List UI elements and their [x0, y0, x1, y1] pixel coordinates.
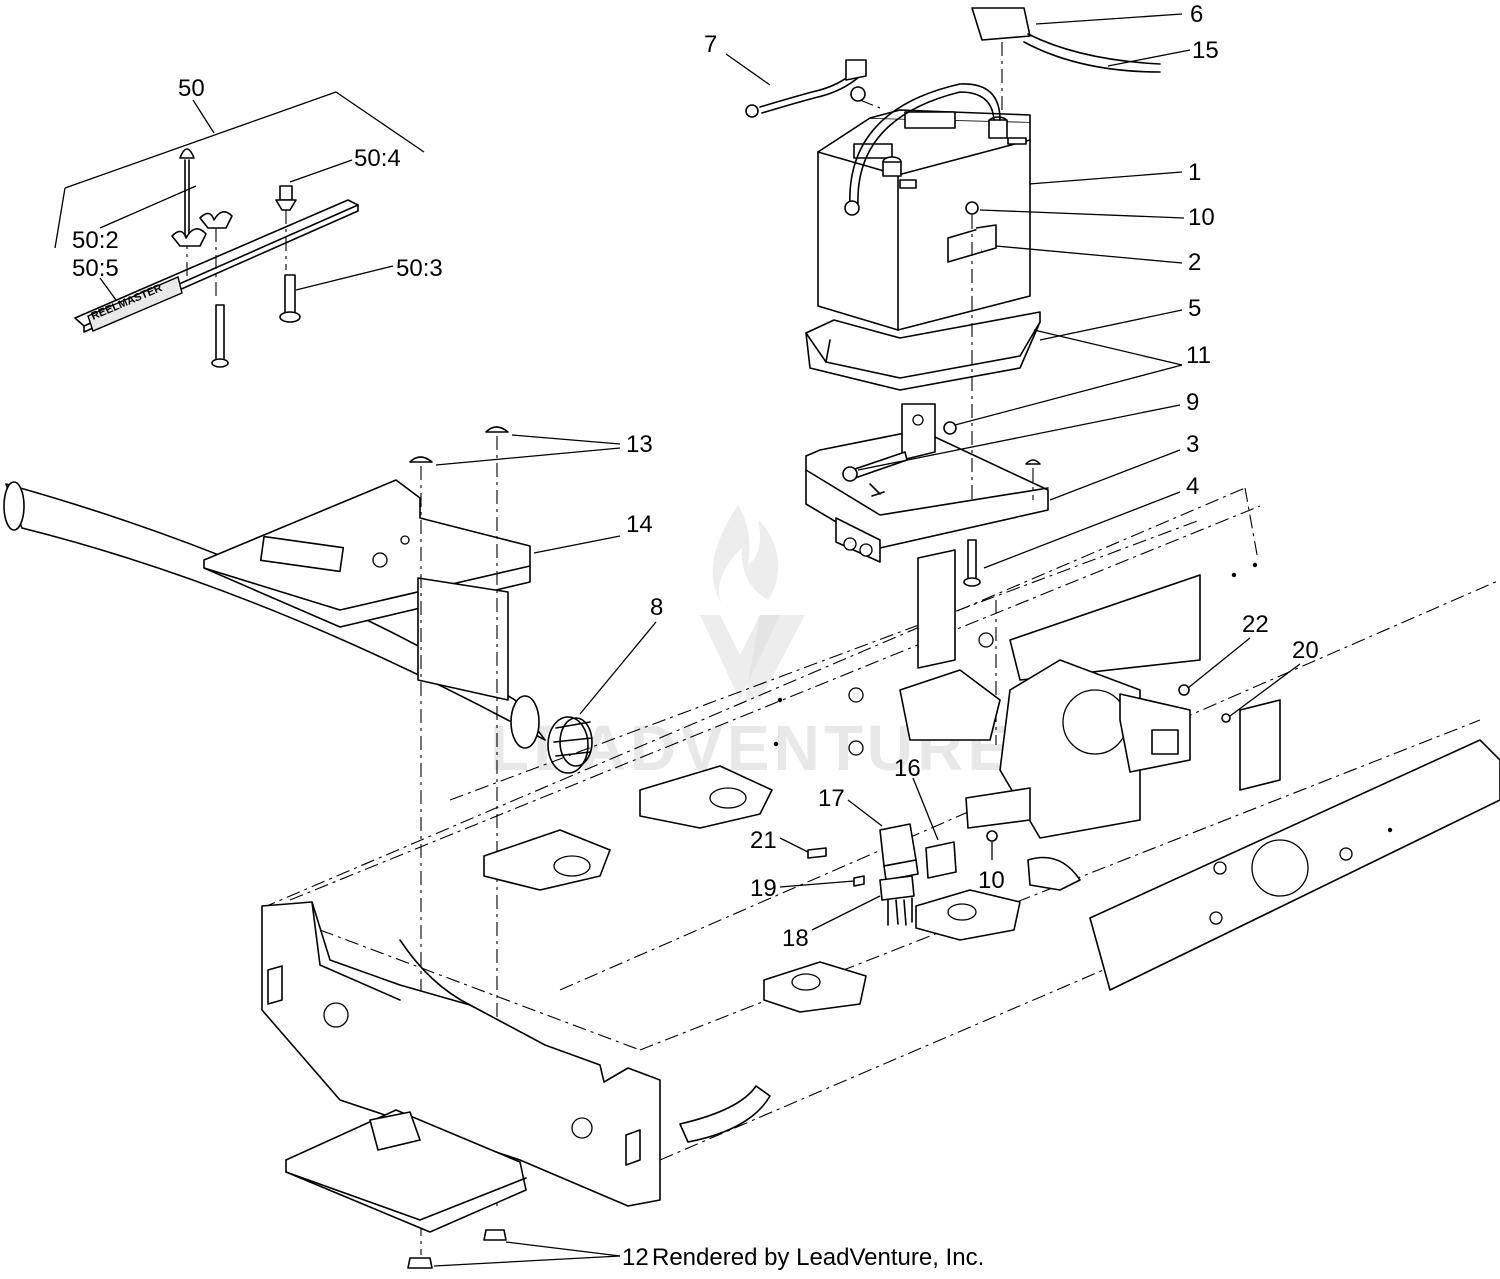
callout-17: 17: [818, 785, 845, 812]
part-1-battery: [817, 83, 1031, 331]
watermark-flame-logo: [700, 505, 805, 700]
callout-2: 2: [1188, 249, 1201, 276]
callout-50-3: 50:3: [396, 255, 443, 282]
callout-50-2: 50:2: [72, 227, 119, 254]
part-17-relay: [879, 823, 917, 867]
callout-19: 19: [750, 875, 777, 902]
part-20-nut: [1221, 713, 1231, 723]
callout-11: 11: [1186, 342, 1211, 369]
part-19-screw: [853, 875, 865, 887]
part-10-nut-lower: [986, 830, 998, 842]
part-8-plug: [547, 716, 593, 774]
callout-20: 20: [1292, 637, 1319, 664]
part-5-battery-tray: [805, 311, 1041, 391]
callout-13: 13: [626, 431, 653, 458]
rendered-by-credit: Rendered by LeadVenture, Inc.: [652, 1244, 984, 1271]
main-frame: [261, 487, 1500, 1233]
callout-10-lower: 10: [978, 867, 1005, 894]
callout-6: 6: [1190, 1, 1203, 28]
callout-1: 1: [1188, 159, 1201, 186]
part-22-nut: [1178, 684, 1190, 696]
part-3-battery-support: [805, 403, 1049, 563]
callout-5: 5: [1188, 295, 1201, 322]
callout-14: 14: [626, 511, 653, 538]
callout-8: 8: [650, 594, 663, 621]
reelmaster-decal: [87, 276, 183, 332]
callout-12: 12: [622, 1244, 649, 1271]
relay-components: [807, 684, 1231, 926]
part-14-front-tube: [3, 479, 546, 749]
part-50-strap-kit: REELMASTER: [54, 91, 425, 368]
callout-18: 18: [782, 925, 809, 952]
callout-labels: 1 2 3 4 5 6 7 8 9 10 10 11 12 13 14 15 1…: [72, 1, 1319, 1271]
callout-15: 15: [1192, 37, 1219, 64]
callout-16: 16: [894, 755, 921, 782]
callout-leaders: [433, 13, 1301, 1267]
callout-9: 9: [1186, 389, 1199, 416]
part-21-screw: [807, 847, 827, 859]
callout-3: 3: [1186, 431, 1199, 458]
part-16-relay: [925, 841, 957, 879]
callout-7: 7: [704, 31, 717, 58]
callout-10-top: 10: [1188, 204, 1215, 231]
callout-50: 50: [178, 75, 205, 102]
part-12-nuts: [407, 1229, 507, 1269]
callout-50-4: 50:4: [354, 145, 401, 172]
callout-50-5: 50:5: [72, 255, 119, 282]
callout-22: 22: [1242, 611, 1269, 638]
callout-4: 4: [1186, 473, 1199, 500]
part-18-harness: [879, 875, 915, 901]
callout-21: 21: [750, 827, 777, 854]
